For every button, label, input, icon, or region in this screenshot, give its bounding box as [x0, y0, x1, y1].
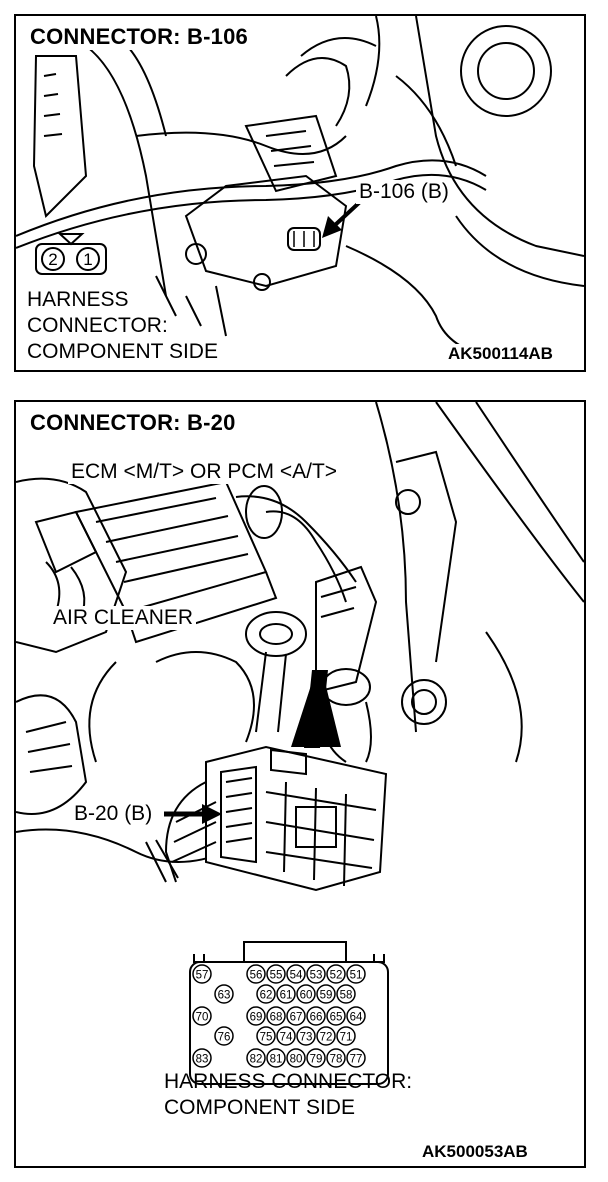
connector-pin-number: 75 [260, 1032, 273, 1044]
connector-pin [192, 964, 212, 984]
connector-pin-number: 69 [250, 1012, 263, 1024]
connector-pin-number: 66 [310, 1012, 323, 1024]
connector-pin [246, 964, 266, 984]
callout-label: B-20 (B) [74, 802, 153, 825]
connector-pin [256, 984, 276, 1004]
connector-pin [192, 1006, 212, 1026]
connector-pin-number: 52 [330, 970, 343, 982]
connector-pin-number: 56 [250, 970, 263, 982]
connector-pin [326, 964, 346, 984]
connector-pin-number: 73 [300, 1032, 313, 1044]
connector-pin [256, 1026, 276, 1046]
callout-arrow-b106 [322, 199, 363, 238]
connector-b20-panel: 57 56 55 54 53 52 51 63 62 61 60 59 58 70 69 68 67 66 65 64… [14, 400, 586, 1168]
b106-pin-label: 1 [83, 250, 92, 269]
connector-pin-number: 83 [196, 1054, 209, 1066]
connector-pin [192, 1048, 212, 1068]
b106-connector-symbol [35, 233, 107, 275]
panel-title: CONNECTOR: B-20 [26, 410, 240, 436]
connector-pin [296, 1026, 316, 1046]
b106-pin-label: 2 [48, 250, 57, 269]
connector-pin [266, 1048, 286, 1068]
connector-pin-number: 81 [270, 1054, 283, 1066]
figure-code: AK500114AB [446, 344, 555, 364]
connector-pin-number: 78 [330, 1054, 343, 1066]
connector-pin [276, 1026, 296, 1046]
connector-pin [214, 1026, 234, 1046]
connector-pin-number: 67 [290, 1012, 303, 1024]
connector-pin [296, 984, 316, 1004]
connector-pin [316, 984, 336, 1004]
connector-pin-number: 55 [270, 970, 283, 982]
harness-label-line: HARNESS CONNECTOR: [164, 1070, 413, 1093]
connector-pin-number: 61 [280, 990, 293, 1002]
connector-pin [246, 1006, 266, 1026]
connector-pin [346, 1048, 366, 1068]
connector-pin [346, 1006, 366, 1026]
connector-pin [316, 1026, 336, 1046]
connector-pin [276, 984, 296, 1004]
air-cleaner-label: AIR CLEANER [50, 606, 197, 630]
connector-pin-number: 70 [196, 1012, 209, 1024]
connector-pin [326, 1006, 346, 1026]
connector-pin-number: 68 [270, 1012, 283, 1024]
connector-pin-number: 57 [196, 970, 209, 982]
connector-pin-number: 60 [300, 990, 313, 1002]
connector-pin-number: 63 [218, 990, 231, 1002]
connector-pin-number: 54 [290, 970, 303, 982]
connector-pin-number: 77 [350, 1054, 363, 1066]
connector-pin [306, 1006, 326, 1026]
connector-pin-number: 79 [310, 1054, 323, 1066]
callout-label: B-106 (B) [356, 180, 452, 204]
engine-bay-illustration-b106: 2 1 [16, 16, 584, 357]
connector-pin [336, 984, 356, 1004]
connector-pin [266, 964, 286, 984]
connector-pin-number: 82 [250, 1054, 263, 1066]
connector-pin-number: 53 [310, 970, 323, 982]
connector-pin-number: 65 [330, 1012, 343, 1024]
connector-pin [286, 1006, 306, 1026]
connector-pin-number: 62 [260, 990, 273, 1002]
connector-pin [246, 1048, 266, 1068]
callout-arrow-b20 [164, 804, 222, 824]
panel-title: CONNECTOR: B-106 [26, 24, 252, 50]
harness-label-line: COMPONENT SIDE [164, 1096, 355, 1119]
ecm-unit-drawing [145, 745, 388, 892]
connector-pin-number: 72 [320, 1032, 333, 1044]
connector-pin [266, 1006, 286, 1026]
b20-pin-grid: 57 56 55 54 53 52 51 63 62 61 60 59 58 70 69 68 67 66 65 64… [192, 964, 366, 1068]
connector-pin [346, 964, 366, 984]
connector-pin [306, 964, 326, 984]
harness-label-line: HARNESS [24, 288, 132, 312]
connector-pin-number: 71 [340, 1032, 353, 1044]
connector-pin-number: 58 [340, 990, 353, 1002]
ecm-label: ECM <M/T> OR PCM <A/T> [68, 460, 341, 484]
connector-pin [306, 1048, 326, 1068]
connector-pin-number: 76 [218, 1032, 231, 1044]
connector-pin-number: 80 [290, 1054, 303, 1066]
connector-pin-number: 64 [350, 1012, 363, 1024]
harness-label-line: CONNECTOR: [24, 314, 171, 338]
connector-pin [286, 1048, 306, 1068]
connector-pin [336, 1026, 356, 1046]
connector-pin-number: 51 [350, 970, 363, 982]
harness-label-line: COMPONENT SIDE [24, 340, 221, 364]
connector-b106-panel: 2 1 CONNECTOR: B-106 B-106 (B) HARNESS C… [14, 14, 586, 372]
connector-pin-number: 74 [280, 1032, 293, 1044]
connector-pin [326, 1048, 346, 1068]
connector-pin [286, 964, 306, 984]
connector-pin-number: 59 [320, 990, 333, 1002]
figure-code: AK500053AB [420, 1142, 530, 1162]
connector-pin [214, 984, 234, 1004]
engine-bay-illustration-b20: 57 56 55 54 53 52 51 63 62 61 60 59 58 70 69 68 67 66 65 64… [16, 402, 584, 1085]
